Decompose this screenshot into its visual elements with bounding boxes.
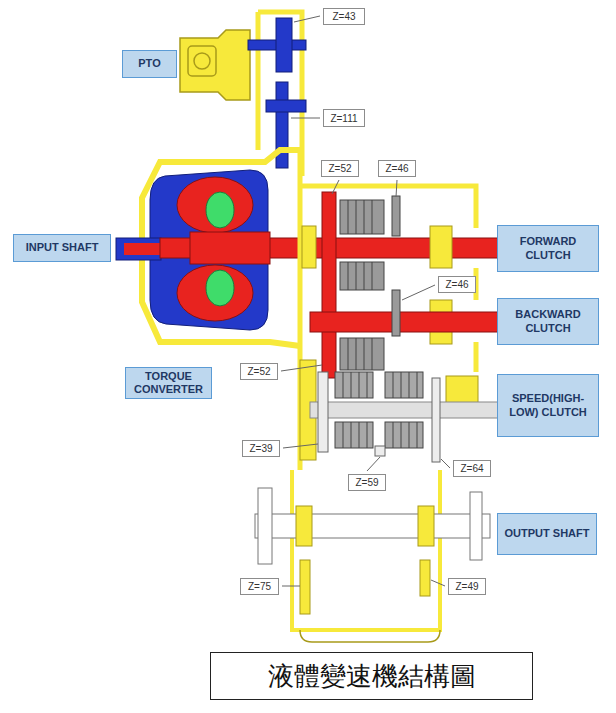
part-label-box: OUTPUT SHAFT [497, 513, 597, 555]
callout-box: Z=52 [240, 363, 278, 380]
flange [258, 488, 272, 564]
part-name: TORQUE CONVERTER [130, 370, 207, 396]
part-label-box: BACKWARD CLUTCH [497, 298, 599, 345]
callout-box: Z=75 [240, 578, 279, 595]
part-name: PTO [138, 57, 160, 70]
callout-number: Z=52 [247, 366, 270, 377]
part-label-box: INPUT SHAFT [13, 234, 111, 262]
speed-clutches [335, 372, 423, 448]
part-name: OUTPUT SHAFT [505, 527, 590, 540]
pto-gears [248, 18, 306, 168]
callout-number: Z=49 [455, 581, 478, 592]
callout-box: Z=43 [323, 8, 365, 25]
hub [190, 232, 270, 264]
output-housing [292, 470, 440, 630]
part-label-box: FORWARD CLUTCH [497, 225, 599, 272]
speed-gears [318, 372, 440, 462]
part-label-box: TORQUE CONVERTER [125, 367, 212, 399]
callout-number: Z=52 [328, 163, 351, 174]
part-name: BACKWARD CLUTCH [502, 308, 594, 334]
callout-box: Z=64 [453, 460, 491, 477]
callout-number: Z=111 [330, 113, 357, 124]
clutch-packs [340, 196, 400, 370]
callout-box: Z=49 [448, 578, 486, 595]
callout-box: Z=46 [378, 160, 416, 177]
callout-number: Z=64 [460, 463, 483, 474]
callout-box: Z=46 [438, 276, 476, 293]
callout-box: Z=39 [242, 440, 280, 457]
part-label-box: PTO [122, 50, 177, 78]
gear [322, 192, 336, 378]
part-name: INPUT SHAFT [26, 241, 99, 254]
part-name: SPEED(HIGH- LOW) CLUTCH [502, 392, 594, 418]
callout-number: Z=43 [332, 11, 355, 22]
callout-number: Z=75 [248, 581, 271, 592]
speed-plates [343, 372, 417, 448]
output-gears [296, 506, 434, 614]
callout-box: Z=52 [321, 160, 359, 177]
flange [470, 492, 482, 560]
callout-number: Z=59 [355, 477, 378, 488]
callout-number: Z=39 [249, 443, 272, 454]
gearbox-housing [300, 150, 476, 470]
callout-number: Z=46 [445, 279, 468, 290]
input-core [124, 243, 164, 255]
leader-lines [281, 16, 450, 586]
pto-pump [180, 30, 250, 100]
reverse-shaft [310, 312, 500, 332]
callout-number: Z=46 [385, 163, 408, 174]
part-name: FORWARD CLUTCH [502, 235, 594, 261]
oil-pan [300, 630, 440, 642]
clutch-plates [348, 200, 372, 370]
caption: 液體變速機結構圖 [210, 652, 533, 700]
callout-box: Z=59 [348, 474, 386, 491]
speed-shaft [310, 402, 500, 418]
callout-box: Z=111 [323, 109, 365, 127]
output-shaft [255, 514, 490, 538]
part-label-box: SPEED(HIGH- LOW) CLUTCH [497, 374, 599, 437]
